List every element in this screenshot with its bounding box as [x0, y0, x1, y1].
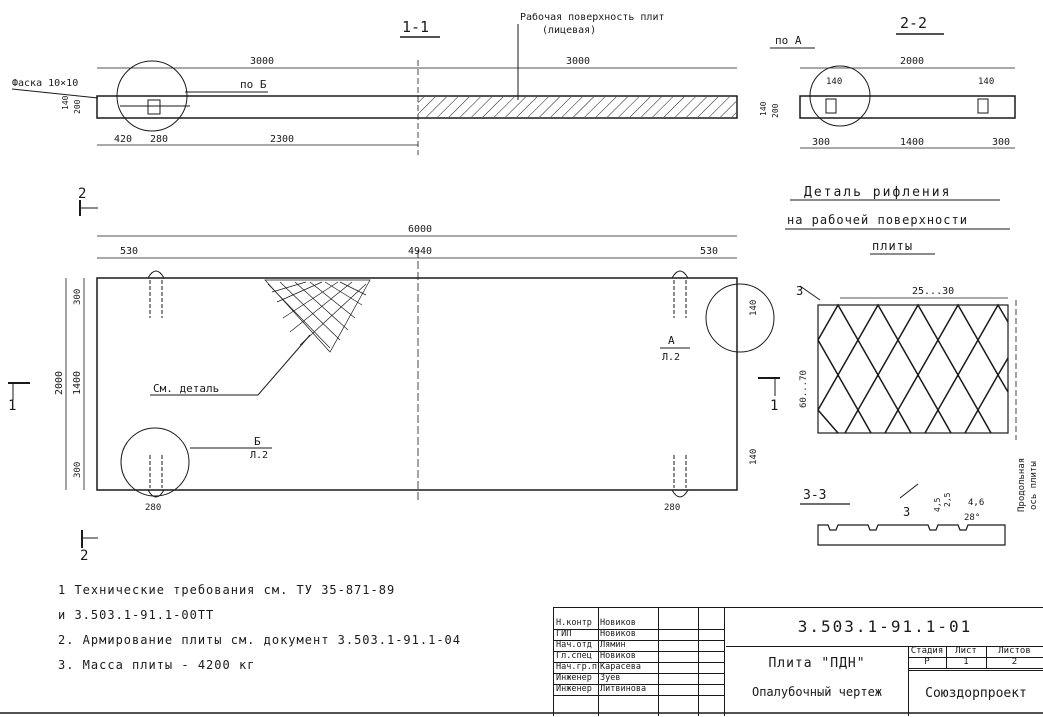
dim-plan-140-top: 140 — [749, 300, 759, 316]
see-detail-label: См. деталь — [153, 382, 219, 395]
section-2-2-outline — [799, 95, 1016, 119]
sheets-value: 2 — [986, 657, 1043, 669]
ribbing-diamonds — [817, 303, 1009, 434]
dim-h140: 140 — [61, 95, 70, 110]
dim-530-right: 530 — [700, 246, 718, 257]
dim-plan-280-left: 280 — [145, 503, 161, 513]
dim-300-a: 300 — [812, 137, 830, 148]
d46-label: 4,6 — [968, 498, 984, 508]
work-surface-sublabel: (лицевая) — [542, 25, 596, 36]
organization-name: Союздорпроект — [908, 670, 1043, 717]
sheet-value: 1 — [946, 657, 987, 669]
detail-a-circle — [809, 65, 871, 127]
stage-table: Стадия Лист Листов Р 1 2 — [908, 646, 1043, 670]
stage-value: Р — [908, 657, 947, 669]
note-2: 2. Армирование плиты см. документ 3.503.… — [58, 633, 462, 647]
depth-label-2: 2,5 — [943, 492, 952, 507]
axis-label-1: Продольная — [1017, 458, 1027, 512]
dim-530-left: 530 — [120, 246, 138, 257]
slab-section-outline — [96, 95, 738, 119]
dim-280: 280 — [150, 134, 168, 145]
section-1-1: 1-1 Рабочая поверхность плит (лицевая) Ф… — [11, 11, 738, 155]
rise-label: 60...70 — [799, 370, 809, 408]
ribbing-pattern-frame — [817, 304, 1009, 434]
stage-header: Стадия — [908, 646, 947, 658]
cut-1-left: 1 — [8, 398, 16, 414]
dim-6000: 6000 — [408, 224, 432, 235]
pitch-label: 25...30 — [912, 286, 954, 297]
dim-1400: 1400 — [900, 137, 924, 148]
drawing-subtitle: Опалубочный чертеж — [751, 685, 883, 699]
technical-notes: 1 Технические требования см. ТУ 35-871-8… — [58, 578, 538, 678]
plan-view: 6000 530 4940 530 2000 1400 300 300 280 … — [8, 186, 780, 564]
dim-plan-1400: 1400 — [72, 371, 83, 395]
work-surface-label: Рабочая поверхность плит — [520, 11, 665, 23]
detail-title-1: Деталь рифления — [804, 185, 951, 200]
title-cell: Плита "ПДН" Опалубочный чертеж — [726, 646, 909, 716]
dim-plan-300-bottom: 300 — [73, 462, 83, 478]
callout-b-label: Б — [254, 435, 261, 448]
dim-3000-right: 3000 — [566, 56, 590, 67]
dim-140-a: 140 — [826, 77, 842, 87]
dim-22-h140: 140 — [759, 101, 768, 116]
cut-3-top: 3 — [796, 284, 803, 298]
callout-a-sheet: Л.2 — [662, 352, 680, 363]
product-title: Плита "ПДН" — [768, 656, 866, 671]
callout-b-circle — [120, 427, 190, 497]
detail-b-circle — [116, 60, 188, 132]
callout-a-circle — [705, 283, 775, 353]
cut-2-bottom: 2 — [80, 548, 88, 564]
dim-3000-left: 3000 — [250, 56, 274, 67]
section-2-2-title: 2-2 — [900, 14, 927, 32]
dim-4940: 4940 — [408, 246, 432, 257]
dim-140-b: 140 — [978, 77, 994, 87]
document-code: 3.503.1-91.1-01 — [726, 608, 1043, 647]
plan-outline — [96, 277, 738, 491]
callout-b-sheet: Л.2 — [250, 450, 268, 461]
ref-a-label: по А — [775, 34, 802, 47]
sheets-header: Листов — [986, 646, 1043, 658]
chamfer-label: Фаска 10×10 — [12, 78, 78, 89]
sheet-header: Лист — [946, 646, 987, 658]
dim-plan-140-bottom: 140 — [749, 449, 759, 465]
dim-22-h200: 200 — [771, 103, 780, 118]
angle-label: 28° — [964, 513, 980, 523]
dim-plan-2000: 2000 — [54, 371, 65, 395]
cut-1-right: 1 — [770, 398, 778, 414]
ref-b-label: по Б — [240, 78, 267, 91]
axis-label-2: ось плиты — [1029, 461, 1039, 510]
ribbing-detail: Деталь рифления на рабочей поверхности п… — [785, 185, 1039, 546]
dim-2000: 2000 — [900, 56, 924, 67]
dim-420: 420 — [114, 134, 132, 145]
dim-plan-280-right: 280 — [664, 503, 680, 513]
section-3-3-title: 3-3 — [803, 488, 826, 503]
dim-h200: 200 — [73, 99, 82, 114]
section-2-2: 2-2 по А 2000 140 140 140 200 300 1400 3… — [759, 14, 1016, 149]
section-1-1-title: 1-1 — [402, 18, 429, 36]
dim-plan-300-top: 300 — [73, 289, 83, 305]
dim-300-b: 300 — [992, 137, 1010, 148]
slab-hatch — [418, 97, 736, 117]
depth-label: 4,5 — [933, 497, 942, 512]
detail-title-2: на рабочей поверхности — [787, 213, 968, 227]
dim-2300: 2300 — [270, 134, 294, 145]
note-1: 1 Технические требования см. ТУ 35-871-8… — [58, 583, 396, 597]
section-3-3-profile — [817, 524, 1006, 546]
cut-2-top: 2 — [78, 186, 86, 202]
cut-3-bottom: 3 — [903, 505, 910, 519]
callout-a-label: А — [668, 334, 675, 347]
note-1-continued: и 3.503.1-91.1-00ТТ — [58, 608, 215, 622]
detail-title-3: плиты — [872, 239, 913, 253]
note-3: 3. Масса плиты - 4200 кг — [58, 658, 256, 672]
